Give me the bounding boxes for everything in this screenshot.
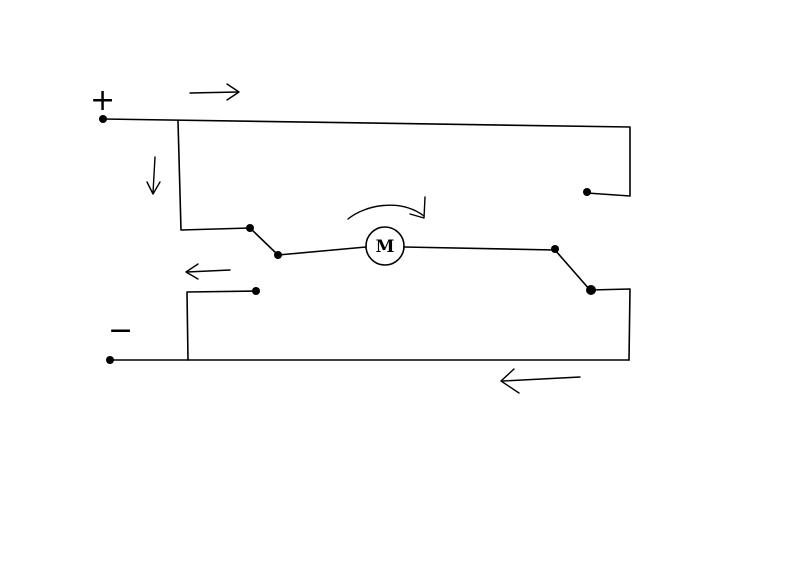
positive-terminal-label: + [90, 83, 115, 118]
motor-circle [365, 226, 405, 266]
arrow-left-icon [185, 263, 231, 280]
positive-rail [102, 118, 631, 197]
right-switch-contact-dot [586, 285, 596, 295]
arrow-right-icon [189, 83, 240, 101]
right-switch-blade [554, 249, 591, 291]
right-return-wire [589, 288, 631, 361]
left-switch-common-dot [246, 224, 254, 232]
right-switch-pivot-dot [551, 245, 559, 253]
motor-left-wire [277, 246, 367, 256]
negative-terminal-label: − [108, 313, 133, 348]
negative-terminal-dot [106, 356, 114, 364]
motor-label: M [376, 237, 395, 257]
left-lower-contact-dot [252, 287, 260, 295]
left-branch-wire [177, 120, 251, 231]
left-switch-blade [249, 227, 279, 256]
positive-terminal-dot [99, 115, 107, 123]
arrow-left-bottom-icon [500, 368, 581, 394]
right-upper-contact-dot [583, 188, 591, 196]
arrow-down-icon [146, 156, 161, 195]
left-return-wire [186, 290, 257, 361]
motor-right-wire [403, 246, 556, 251]
motor: M [365, 226, 405, 266]
curved-arrow-icon [347, 196, 426, 220]
left-switch-pivot-dot [274, 251, 282, 259]
